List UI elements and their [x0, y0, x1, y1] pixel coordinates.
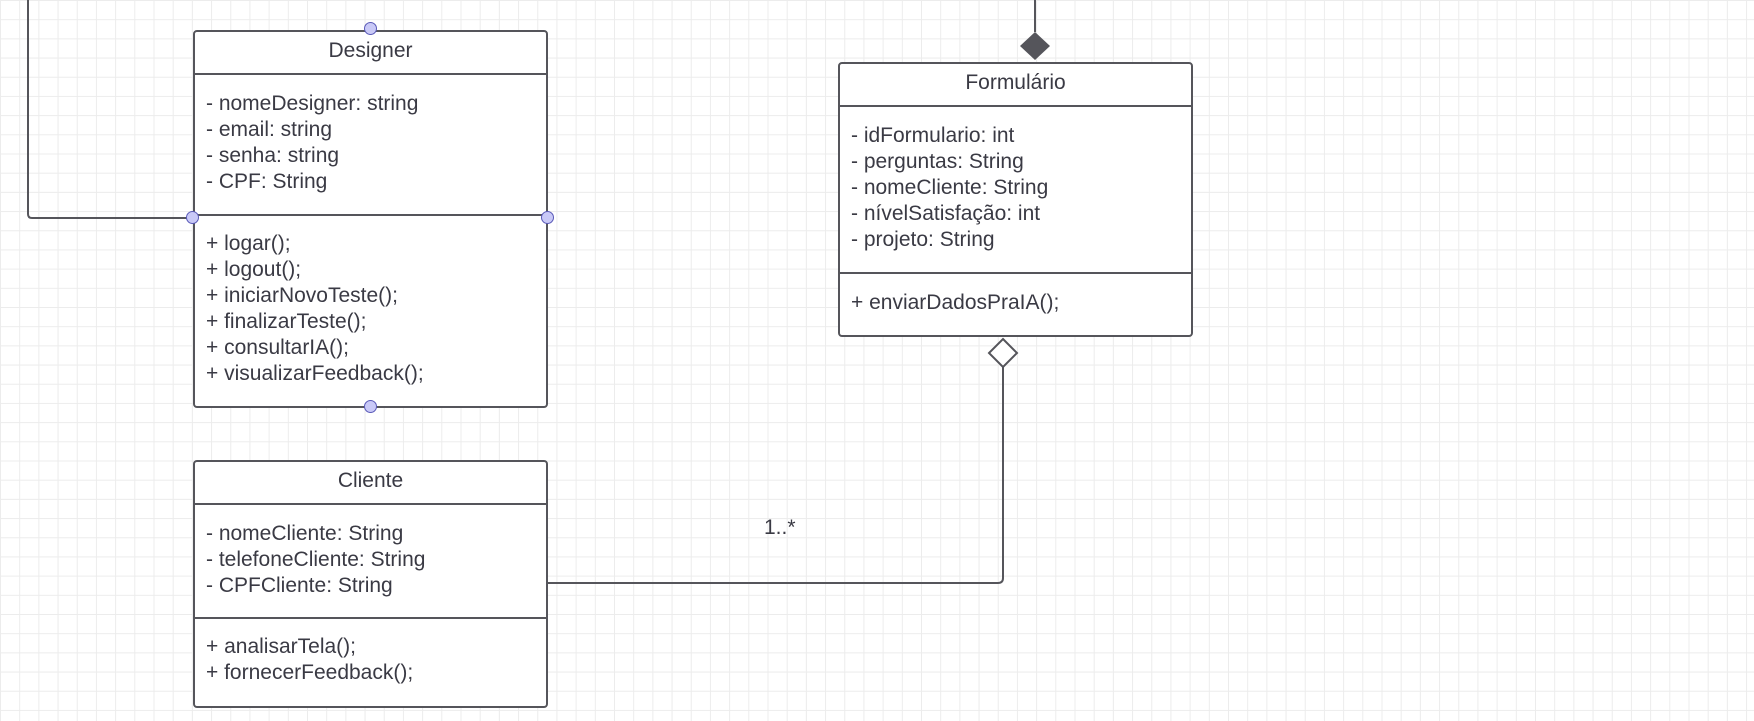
class-cliente-title: Cliente: [195, 462, 546, 505]
method-item: + finalizarTeste();: [206, 310, 367, 333]
class-cliente-methods: + analisarTela(); + fornecerFeedback();: [195, 619, 546, 686]
resize-handle-top[interactable]: [364, 22, 377, 35]
resize-handle-bottom[interactable]: [364, 400, 377, 413]
aggregation-diamond-icon: [987, 337, 1019, 369]
method-item: + analisarTela();: [206, 635, 356, 658]
method-item: + logar();: [206, 232, 291, 255]
method-item: + logout();: [206, 258, 302, 281]
attribute-item: - CPFCliente: String: [206, 574, 393, 597]
class-designer-title: Designer: [195, 32, 546, 75]
attribute-item: - telefoneCliente: String: [206, 548, 426, 571]
multiplicity-label: 1..*: [764, 516, 796, 539]
attribute-item: - CPF: String: [206, 170, 328, 193]
method-item: + consultarIA();: [206, 336, 349, 359]
attribute-item: - idFormulario: int: [851, 124, 1015, 147]
attribute-item: - senha: string: [206, 144, 340, 167]
attribute-item: - perguntas: String: [851, 150, 1024, 173]
aggregation-connector[interactable]: [546, 367, 1004, 584]
method-item: + enviarDadosPraIA();: [851, 291, 1060, 314]
attribute-item: - projeto: String: [851, 228, 995, 251]
class-formulario-attributes: - idFormulario: int - perguntas: String …: [840, 107, 1191, 274]
class-formulario-methods: + enviarDadosPraIA();: [840, 274, 1191, 316]
attribute-item: - nomeCliente: String: [206, 522, 404, 545]
class-designer-attributes: - nomeDesigner: string - email: string -…: [195, 75, 546, 216]
class-cliente-attributes: - nomeCliente: String - telefoneCliente:…: [195, 505, 546, 619]
resize-handle-right[interactable]: [541, 211, 554, 224]
attribute-item: - nomeCliente: String: [851, 176, 1049, 199]
attribute-item: - nomeDesigner: string: [206, 92, 419, 115]
attribute-item: - email: string: [206, 118, 333, 141]
class-formulario[interactable]: Formulário - idFormulario: int - pergunt…: [838, 62, 1193, 337]
class-designer[interactable]: Designer - nomeDesigner: string - email:…: [193, 30, 548, 408]
attribute-item: - nívelSatisfação: int: [851, 202, 1041, 225]
resize-handle-left[interactable]: [186, 211, 199, 224]
class-formulario-title: Formulário: [840, 64, 1191, 107]
method-item: + fornecerFeedback();: [206, 661, 414, 684]
class-cliente[interactable]: Cliente - nomeCliente: String - telefone…: [193, 460, 548, 708]
class-designer-methods: + logar(); + logout(); + iniciarNovoTest…: [195, 216, 546, 387]
designer-left-connector[interactable]: [27, 0, 193, 219]
composition-diamond-icon: [1020, 32, 1050, 60]
method-item: + iniciarNovoTeste();: [206, 284, 398, 307]
method-item: + visualizarFeedback();: [206, 362, 424, 385]
